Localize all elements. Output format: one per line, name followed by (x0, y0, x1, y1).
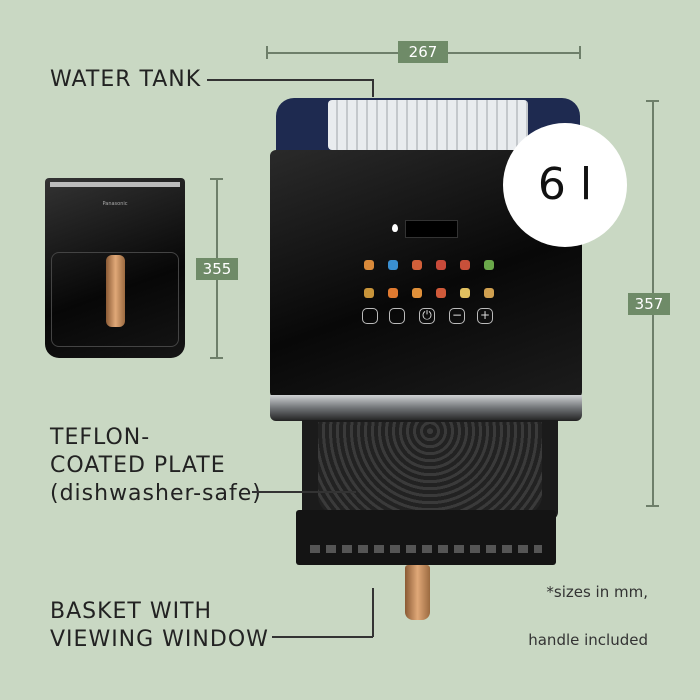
display (405, 220, 458, 238)
timer-button[interactable] (362, 308, 378, 324)
fryer-trim (270, 395, 582, 421)
basket-base (296, 510, 556, 565)
fries-icon[interactable] (436, 288, 446, 298)
brand-logo: Panasonic (102, 201, 128, 207)
chicken-icon[interactable] (364, 260, 374, 270)
potatoes-icon[interactable] (364, 288, 374, 298)
width-dimension: 267 (398, 41, 448, 63)
basket-label-1: BASKET WITH (50, 599, 213, 624)
water-tank-label: WATER TANK (50, 67, 202, 92)
plate-label-1: TEFLON- (50, 425, 151, 450)
menu-button[interactable] (389, 308, 405, 324)
footnote-line-1: *sizes in mm, (546, 583, 648, 601)
handle[interactable] (106, 255, 125, 327)
depth-dimension: 355 (196, 258, 238, 280)
capacity-badge: 6 l (503, 123, 627, 247)
callout-line (372, 79, 374, 97)
fryer-front-view: Panasonic (45, 178, 185, 358)
light-icon[interactable] (484, 288, 494, 298)
basket-label-2: VIEWING WINDOW (50, 627, 269, 652)
trim (50, 182, 180, 187)
dim-tick (210, 178, 223, 180)
pizza-icon[interactable] (388, 288, 398, 298)
callout-line (252, 491, 356, 493)
seafood-icon[interactable] (412, 260, 422, 270)
dim-tick (579, 46, 581, 59)
plus-button[interactable]: + (477, 308, 493, 324)
dim-tick (266, 46, 268, 59)
fish-icon[interactable] (388, 260, 398, 270)
plate-label-3: (dishwasher-safe) (50, 481, 262, 506)
veggies-icon[interactable] (484, 260, 494, 270)
power-button[interactable]: ⏻ (419, 308, 435, 324)
teflon-plate (318, 422, 542, 514)
plate-label-2: COATED PLATE (50, 453, 226, 478)
drawer (51, 252, 179, 347)
callout-line (207, 79, 373, 81)
dim-tick (646, 505, 659, 507)
dim-tick (210, 357, 223, 359)
height-dimension: 357 (628, 293, 670, 315)
water-drop-icon (392, 224, 398, 232)
sausages-icon[interactable] (460, 260, 470, 270)
basket-handle[interactable] (405, 565, 430, 620)
steak-icon[interactable] (436, 260, 446, 270)
cake-icon[interactable] (412, 288, 422, 298)
dim-tick (646, 100, 659, 102)
callout-line (372, 588, 374, 637)
minus-button[interactable]: − (449, 308, 465, 324)
viewing-window (310, 545, 542, 553)
callout-line (272, 636, 373, 638)
footnote-line-2: handle included (528, 631, 648, 649)
water-tank (328, 100, 528, 150)
toast-icon[interactable] (460, 288, 470, 298)
